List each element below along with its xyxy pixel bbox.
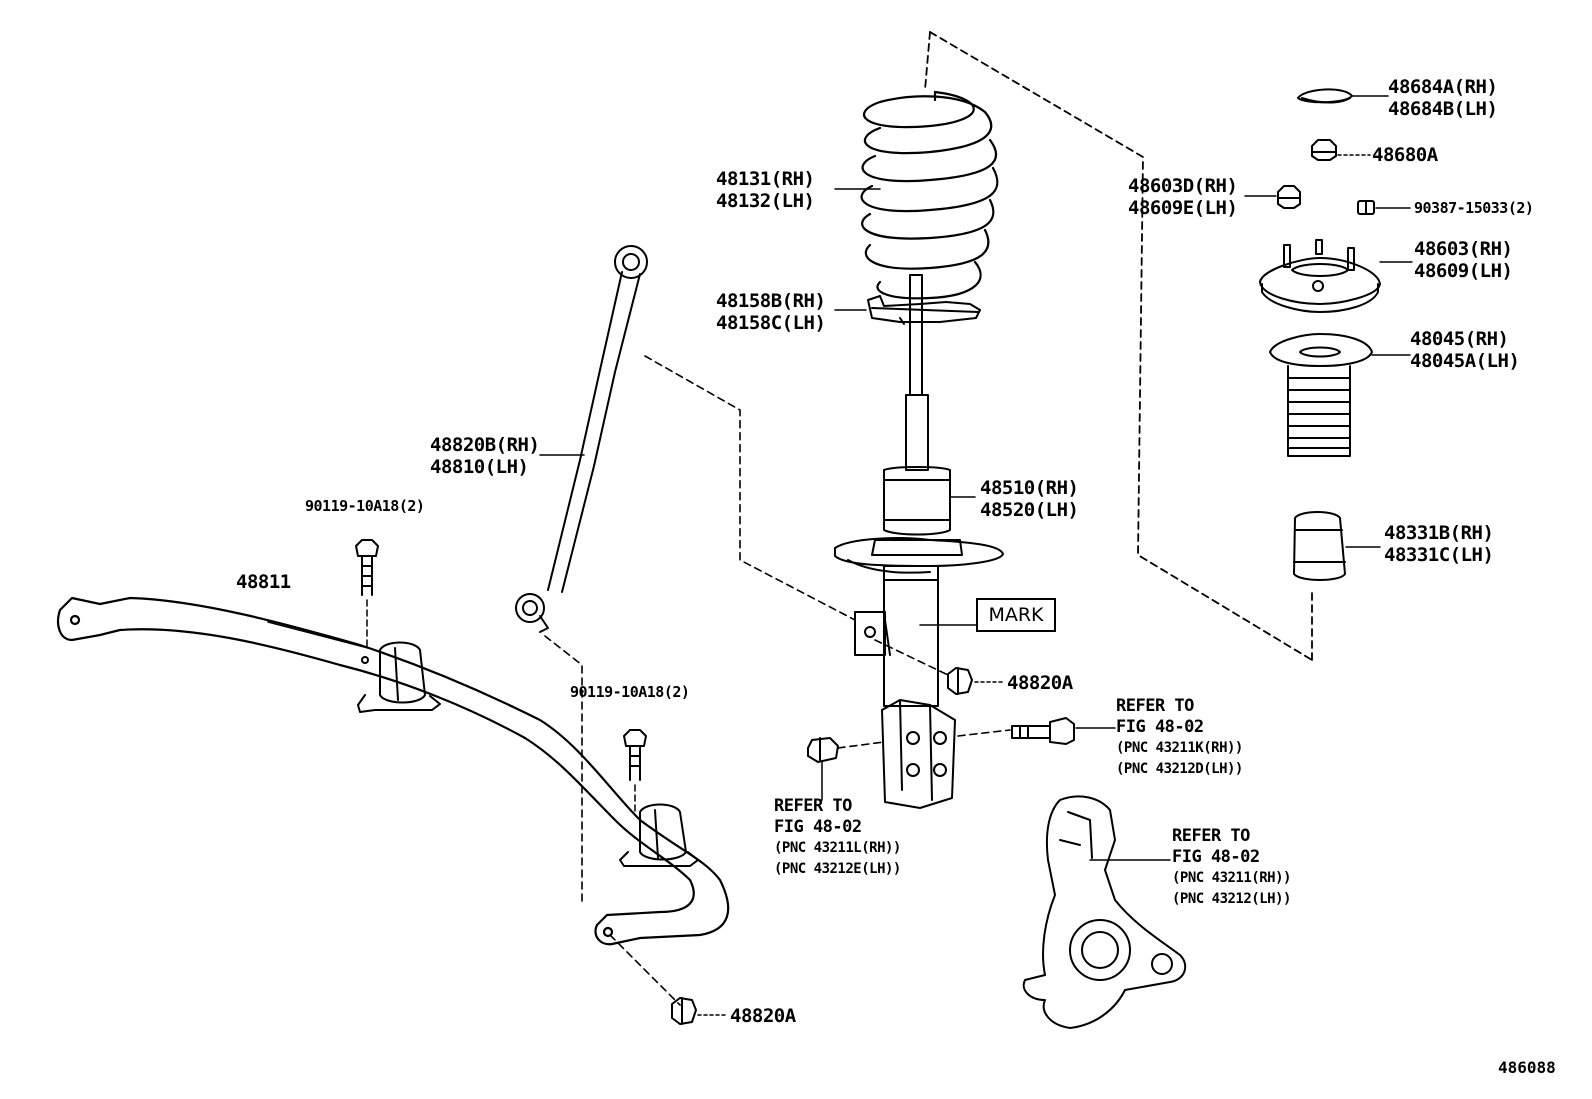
nut-bar-icon [671, 997, 697, 1025]
label-insulator: 48158B(RH)48158C(LH) [716, 290, 826, 334]
assembly-dashed-outline [924, 31, 1313, 661]
label-mount-nut: 48603D(RH)48609E(LH) [1128, 175, 1238, 219]
coil-spring-icon [860, 90, 999, 300]
label-nut-strut: 48820A [1007, 672, 1073, 694]
nut-strut-icon [947, 667, 973, 695]
ref-bolt: REFER TO FIG 48-02 (PNC 43211K(RH)) (PNC… [1116, 696, 1243, 777]
label-bumper: 48331B(RH)48331C(LH) [1384, 522, 1494, 566]
strut-mount-icon [1259, 239, 1381, 313]
flange-nut-icon [807, 737, 839, 763]
label-boot: 48045(RH)48045A(LH) [1410, 328, 1520, 372]
bushing-left-icon [357, 641, 441, 713]
label-small-part: 90387-15033(2) [1414, 199, 1534, 217]
cap-icon [1297, 88, 1353, 104]
label-strut: 48510(RH)48520(LH) [980, 477, 1079, 521]
ref-nut: REFER TO FIG 48-02 (PNC 43211L(RH)) (PNC… [774, 796, 901, 877]
strut-icon [834, 274, 1004, 809]
label-cap: 48684A(RH)48684B(LH) [1388, 76, 1498, 120]
spring-insulator-icon [867, 295, 981, 325]
small-part-icon [1357, 200, 1375, 215]
top-nut-icon [1311, 139, 1337, 161]
mark-box: MARK [976, 598, 1056, 632]
label-top-nut: 48680A [1372, 144, 1438, 166]
bump-stop-icon [1293, 511, 1346, 581]
stabilizer-bar-icon [56, 596, 730, 946]
steering-knuckle-icon [1022, 795, 1187, 1029]
figure-id: 486088 [1498, 1058, 1556, 1077]
dust-boot-icon [1269, 333, 1373, 457]
dashed-link-strut [644, 355, 856, 621]
bolt-lower-icon [623, 729, 647, 781]
dashed-bar-nut [609, 934, 681, 1006]
bolt-upper-icon [355, 539, 379, 596]
dashed-bolt-strut [957, 729, 1011, 737]
dashed-link-bar [544, 635, 583, 906]
label-link: 48820B(RH)48810(LH) [430, 434, 540, 478]
stabilizer-link-icon [515, 245, 648, 633]
dashed-nut-strut [837, 741, 885, 749]
label-support: 48603(RH)48609(LH) [1414, 238, 1513, 282]
label-spring: 48131(RH)48132(LH) [716, 168, 815, 212]
leader-bar [267, 621, 369, 649]
mount-nut-icon [1277, 185, 1301, 209]
bushing-right-icon [619, 803, 699, 867]
label-bolt-upper: 90119-10A18(2) [305, 497, 425, 515]
knuckle-bolt-icon [1011, 717, 1075, 745]
label-bolt-lower: 90119-10A18(2) [570, 683, 690, 701]
label-stabilizer-bar: 48811 [236, 571, 291, 593]
ref-knuckle: REFER TO FIG 48-02 (PNC 43211(RH)) (PNC … [1172, 826, 1291, 907]
label-nut-bar: 48820A [730, 1005, 796, 1027]
dashed-strut-nut [874, 639, 949, 676]
